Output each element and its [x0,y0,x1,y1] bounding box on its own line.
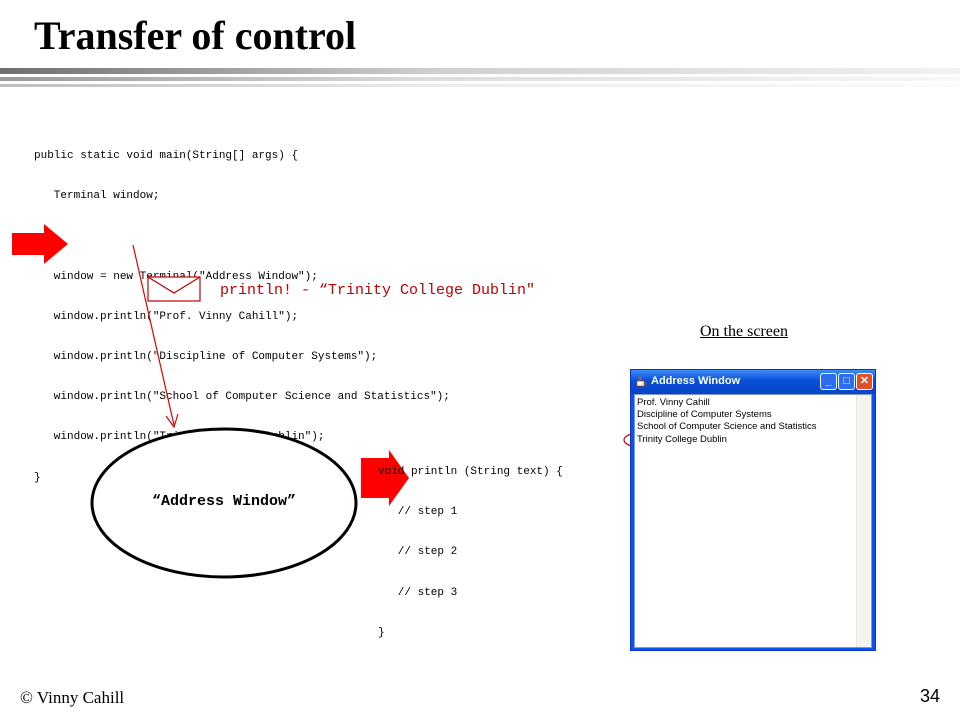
slide-title: Transfer of control [34,13,357,58]
method-code-block: void println (String text) { // step 1 /… [378,440,563,653]
code-line: window.println("Prof. Vinny Cahill"); [34,310,299,323]
code-line: window.println("School of Computer Scien… [34,391,450,404]
java-cup-icon [636,376,647,387]
title-rule-top [0,68,960,74]
code-line: window.println("Discipline of Computer S… [34,350,378,363]
maximize-button[interactable]: □ [838,373,855,390]
title-rule-mid [0,77,960,81]
code-line: // step 3 [378,586,458,599]
title-rule-bottom [0,84,960,87]
code-line: public static void main(String[] args) { [34,150,299,162]
page-number: 34 [919,686,940,706]
on-screen-label: On the screen [700,323,788,340]
window-title: Address Window [651,375,741,387]
object-label: “Address Window” [151,493,297,510]
vertical-scrollbar[interactable] [856,395,871,647]
output-lines: Prof. Vinny Cahill Discipline of Compute… [637,397,817,446]
code-line: // step 2 [378,546,458,559]
output-line: School of Computer Science and Statistic… [637,421,817,433]
code-line: void println (String text) { [378,466,563,478]
close-button[interactable]: ✕ [856,373,873,390]
output-line: Trinity College Dublin [637,433,727,445]
output-line: Discipline of Computer Systems [637,409,772,421]
terminal-window: Address Window _ □ ✕ Prof. Vinny Cahill … [630,369,876,651]
output-line: Prof. Vinny Cahill [637,397,710,408]
footer-author: © Vinny Cahill [20,688,125,707]
code-line: Terminal window; [34,190,160,203]
code-line: } [34,471,41,484]
window-titlebar[interactable]: Address Window _ □ ✕ [631,370,875,394]
code-line: } [378,626,385,639]
println-message: println! - “Trinity College Dublin" [220,282,536,299]
code-line: // step 1 [378,506,458,519]
minimize-button[interactable]: _ [820,373,837,390]
window-text-area[interactable]: Prof. Vinny Cahill Discipline of Compute… [634,394,872,648]
code-line [34,228,450,244]
